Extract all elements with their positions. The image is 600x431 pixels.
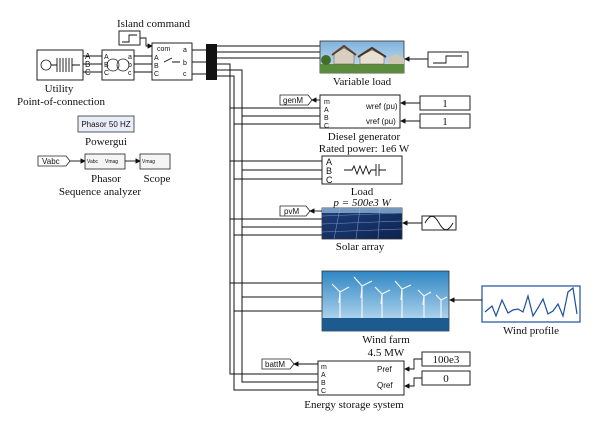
diesel-port-B: B: [324, 115, 329, 122]
bus-measurement-block[interactable]: [206, 44, 217, 80]
gen-tag-text: genM: [283, 96, 303, 105]
energy-storage-label: Energy storage system: [304, 399, 404, 411]
load-label: Load: [351, 186, 374, 198]
powergui-block[interactable]: [77, 115, 135, 133]
breaker-port-A: A: [154, 55, 159, 62]
load-block[interactable]: [321, 155, 403, 185]
analyzer-input-label: Vabc: [87, 159, 99, 165]
diesel-port-wref: wref (pu): [365, 102, 398, 111]
point-of-connection-label: Point-of-connection: [17, 96, 105, 108]
breaker-bus-wires: [192, 49, 206, 75]
wind-power-label: 4.5 MW: [368, 347, 405, 359]
ess-pref-value: 100e3: [433, 354, 460, 366]
ess-qref-wire: [404, 377, 422, 389]
scope-block[interactable]: [139, 153, 171, 170]
diesel-generator-block[interactable]: [319, 94, 401, 129]
load-port-B: B: [326, 166, 332, 176]
analyzer-output-label: Vmag: [105, 159, 118, 165]
scope-label: Scope: [144, 173, 171, 185]
powergui-label: Powergui: [85, 136, 127, 148]
wind-farm-label: Wind farm: [362, 334, 410, 346]
utility-wires: [83, 55, 102, 73]
sequence-analyzer-label: Sequence analyzer: [59, 186, 141, 198]
breaker-port-a: a: [183, 47, 187, 54]
breaker-port-B: B: [154, 63, 159, 70]
ess-port-B: B: [321, 380, 326, 387]
breaker-port-C: C: [154, 71, 159, 78]
diesel-wref-value: 1: [442, 98, 448, 110]
breaker-port-c: c: [183, 71, 187, 78]
ess-port-qref: Qref: [377, 381, 393, 390]
transformer-port-A: A: [104, 54, 109, 61]
transformer-port-B: B: [104, 62, 109, 69]
rated-power-label: Rated power: 1e6 W: [319, 143, 410, 155]
island-command-label: Island command: [117, 18, 191, 30]
variable-load-signal-block[interactable]: [427, 51, 469, 68]
sequence-analyzer-block[interactable]: [84, 153, 126, 170]
pv-tag-text: pvM: [284, 207, 299, 216]
transformer-port-b: b: [128, 62, 132, 69]
ess-port-A: A: [321, 372, 326, 379]
ess-pref-wire: [404, 358, 422, 372]
ess-port-C: C: [321, 388, 326, 395]
pv-goto-tag[interactable]: [279, 205, 311, 217]
wind-profile-block[interactable]: [481, 285, 581, 323]
island-command-step-block[interactable]: [118, 30, 141, 46]
solar-irradiance-block[interactable]: [421, 215, 457, 231]
transformer-port-C: C: [104, 70, 109, 77]
ess-port-pref: Pref: [377, 365, 392, 374]
batt-tag-text: battM: [265, 360, 285, 369]
breaker-port-com: com: [157, 46, 170, 53]
wind-profile-label: Wind profile: [503, 325, 559, 337]
load-port-C: C: [326, 175, 333, 185]
diesel-port-vref: vref (pu): [366, 117, 396, 126]
variable-load-label: Variable load: [333, 76, 392, 88]
diesel-port-A: A: [324, 107, 329, 114]
breaker-port-b: b: [183, 60, 187, 67]
batt-goto-tag[interactable]: [261, 358, 295, 370]
ess-port-m: m: [321, 364, 327, 371]
bus-branch-taps: [230, 107, 322, 312]
vabc-goto-tag[interactable]: [37, 155, 71, 167]
phasor-label: Phasor: [91, 173, 121, 185]
transformer-breaker-wires: [134, 55, 152, 73]
diesel-vref-value: 1: [442, 116, 448, 128]
vabc-tag-text: Vabc: [42, 157, 60, 166]
ess-qref-value: 0: [443, 373, 449, 385]
load-port-A: A: [326, 157, 332, 167]
diesel-generator-label: Diesel generator: [328, 131, 401, 143]
utility-transformer-block[interactable]: [101, 49, 135, 81]
gen-goto-tag[interactable]: [279, 94, 313, 106]
load-power-label: p = 500e3 W: [332, 197, 391, 209]
wind-farm-image[interactable]: [321, 270, 450, 332]
solar-array-image[interactable]: [321, 207, 403, 240]
island-command-wire: [140, 37, 153, 49]
utility-label: Utility: [45, 83, 74, 95]
energy-storage-block[interactable]: [317, 360, 405, 396]
variable-load-image[interactable]: [319, 40, 405, 74]
powergui-block-text: Phasor 50 HZ: [81, 120, 130, 129]
utility-source-block[interactable]: [36, 49, 84, 81]
diesel-port-C: C: [324, 123, 329, 130]
scope-input-label: Vmag: [142, 159, 155, 165]
transformer-port-c: c: [128, 70, 132, 77]
diesel-port-m: m: [324, 99, 330, 106]
transformer-port-a: a: [128, 54, 132, 61]
solar-array-label: Solar array: [336, 241, 385, 253]
